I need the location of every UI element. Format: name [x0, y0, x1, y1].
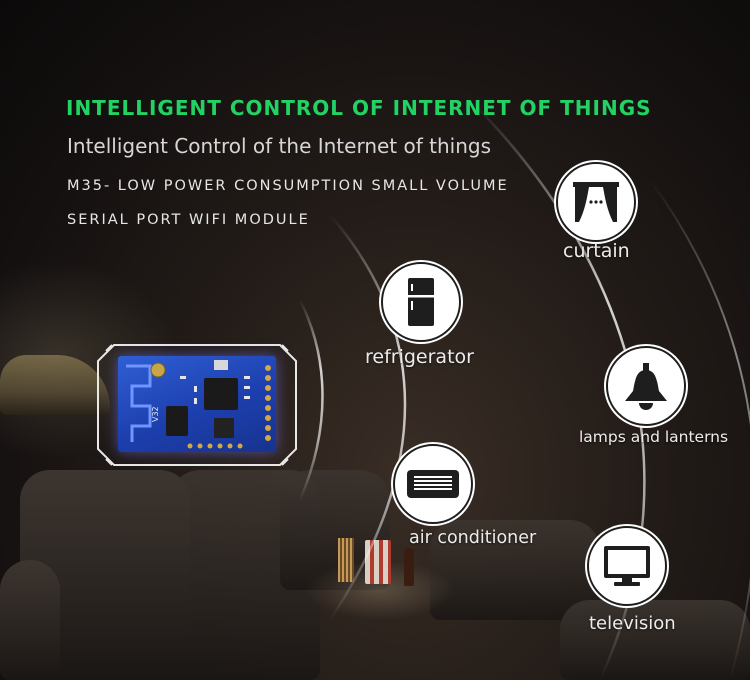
bottle — [404, 548, 414, 586]
air-conditioner-button[interactable] — [393, 444, 473, 524]
popcorn-box — [365, 540, 391, 584]
curtain-button[interactable] — [556, 162, 636, 242]
air-conditioner-label: air conditioner — [409, 528, 537, 548]
description-line-2: SERIAL PORT WIFI MODULE — [67, 212, 310, 228]
lamp-button[interactable] — [606, 346, 686, 426]
curtain-label: curtain — [563, 240, 630, 262]
refrigerator-label: refrigerator — [365, 346, 474, 368]
refrigerator-button[interactable] — [381, 262, 461, 342]
pcb-circuit: V32 — [126, 360, 271, 449]
snack-sticks — [338, 538, 354, 582]
curtain-icon — [573, 182, 619, 222]
flash-chip — [166, 406, 188, 436]
inner-arc — [298, 299, 324, 501]
theater-seat — [560, 600, 750, 680]
theater-seat — [0, 560, 60, 680]
refrigerator-icon — [408, 278, 434, 326]
television-button[interactable] — [587, 526, 667, 606]
module-frame — [97, 344, 297, 466]
theater-seat — [430, 520, 600, 620]
headline: INTELLIGENT CONTROL OF INTERNET OF THING… — [66, 96, 652, 120]
wifi-module-board: V32 — [118, 356, 276, 452]
television-icon — [604, 546, 650, 586]
pcb-silkscreen: V32 — [151, 406, 160, 422]
far-arc — [649, 179, 750, 680]
lamp-label: lamps and lanterns — [579, 428, 729, 446]
main-chip — [204, 378, 238, 410]
middle-arc — [328, 214, 407, 621]
air-conditioner-icon — [407, 470, 459, 498]
subheadline: Intelligent Control of the Internet of t… — [67, 134, 492, 158]
lamp-icon — [625, 363, 667, 410]
description-line-1: M35- LOW POWER CONSUMPTION SMALL VOLUME — [67, 178, 509, 194]
television-label: television — [589, 613, 676, 634]
